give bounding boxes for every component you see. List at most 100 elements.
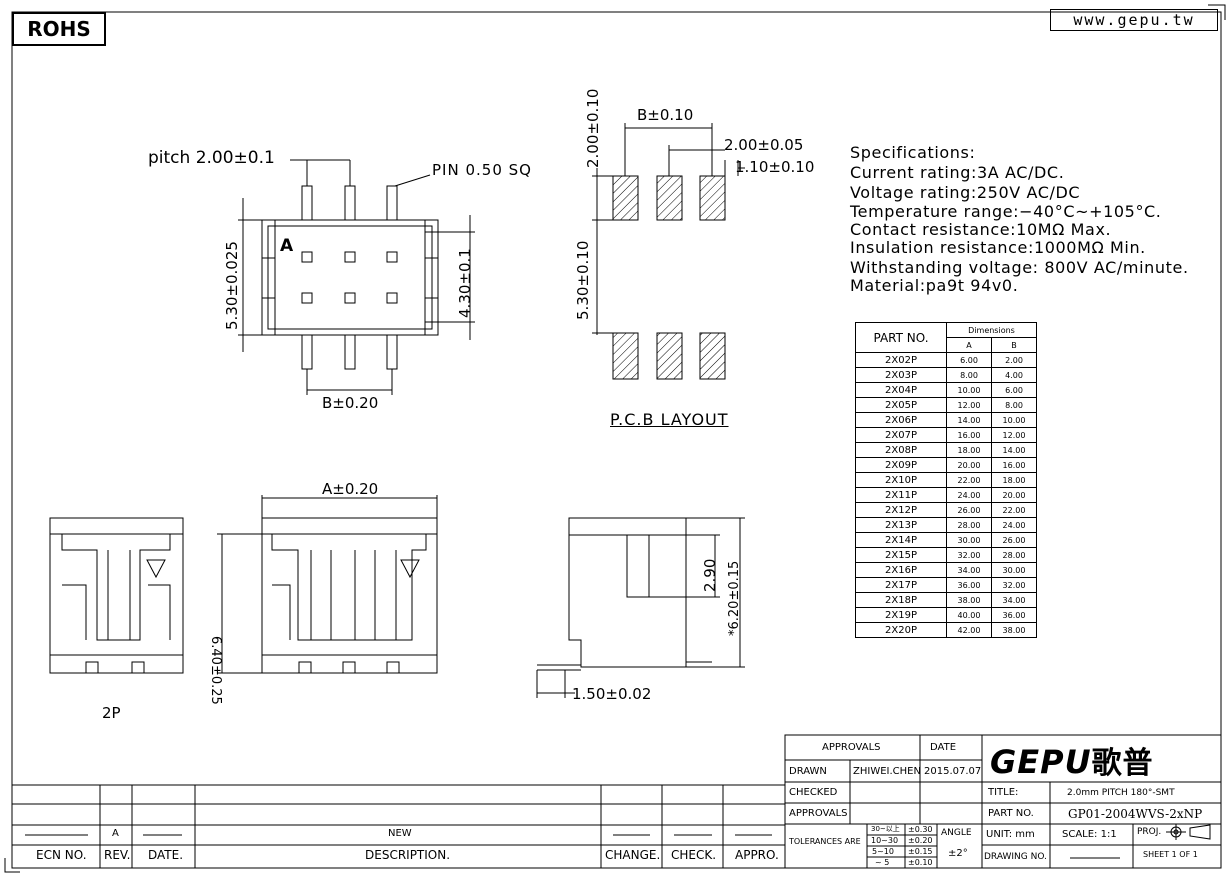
parts-cell-part: 2X19P (855, 607, 947, 623)
parts-cell-b: 12.00 (991, 427, 1037, 443)
parts-cell-a: 30.00 (946, 532, 992, 548)
tb-tol-value: ±0.10 (908, 858, 933, 867)
tb-drawn-date: 2015.07.07 (924, 766, 982, 777)
parts-cell-b: 38.00 (991, 622, 1037, 638)
parts-cell-a: 32.00 (946, 547, 992, 563)
spec-line: Material:pa9t 94v0. (850, 276, 1019, 295)
parts-cell-b: 26.00 (991, 532, 1037, 548)
tb-tol-value: ±0.20 (908, 836, 933, 845)
parts-cell-b: 30.00 (991, 562, 1037, 578)
pcb-dim-5-30: 5.30±0.10 (574, 240, 592, 320)
parts-cell-a: 18.00 (946, 442, 992, 458)
parts-cell-part: 2X20P (855, 622, 947, 638)
gepu-logo-cn: 歌普 (1091, 746, 1154, 781)
tb-part-value: GP01-2004WVS-2xNP (1068, 807, 1203, 821)
tb-tol-range: 30~以上 (871, 825, 900, 833)
tb-angle-tol: ±2° (948, 848, 968, 859)
dim-2-90: 2.90 (701, 558, 719, 592)
tb-tol-value: ±0.30 (908, 825, 933, 834)
parts-cell-a: 34.00 (946, 562, 992, 578)
parts-cell-part: 2X14P (855, 532, 947, 548)
tb-unit: UNIT: mm (986, 829, 1035, 840)
rev-description: NEW (388, 828, 412, 839)
side-view (536, 517, 745, 698)
rev-header-description: DESCRIPTION. (365, 848, 451, 862)
parts-cell-part: 2X05P (855, 397, 947, 413)
rev-header-change: CHANGE. (605, 848, 661, 862)
tb-title-label: TITLE: (988, 787, 1019, 798)
pcb-dim-b: B±0.10 (637, 106, 694, 124)
parts-cell-part: 2X03P (855, 367, 947, 383)
parts-cell-a: 10.00 (946, 382, 992, 398)
parts-cell-part: 2X07P (855, 427, 947, 443)
parts-cell-a: 16.00 (946, 427, 992, 443)
dim-6-20: *6.20±0.15 (727, 560, 742, 636)
tb-sheet: SHEET 1 OF 1 (1143, 850, 1198, 859)
parts-cell-a: 24.00 (946, 487, 992, 503)
parts-cell-part: 2X08P (855, 442, 947, 458)
parts-cell-part: 2X18P (855, 592, 947, 608)
pitch-label: pitch 2.00±0.1 (148, 148, 275, 168)
rev-header-ecn: ECN NO. (36, 848, 87, 862)
parts-cell-a: 36.00 (946, 577, 992, 593)
parts-cell-b: 8.00 (991, 397, 1037, 413)
parts-cell-b: 18.00 (991, 472, 1037, 488)
parts-cell-a: 20.00 (946, 457, 992, 473)
tb-tol-value: ±0.15 (908, 847, 933, 856)
spec-line: Temperature range:−40°C~+105°C. (850, 202, 1162, 221)
parts-cell-b: 4.00 (991, 367, 1037, 383)
parts-cell-a: 40.00 (946, 607, 992, 623)
top-view (238, 159, 475, 395)
dim-4-30-01: 4.30±0.1 (456, 248, 474, 318)
tb-tol-range: 5~10 (872, 847, 894, 856)
parts-cell-a: 38.00 (946, 592, 992, 608)
tb-tol-range: ~ 5 (875, 858, 890, 867)
tb-approvals2: APPROVALS (789, 808, 848, 819)
pcb-layout (592, 123, 745, 380)
parts-cell-a: 28.00 (946, 517, 992, 533)
rev-header-check: CHECK. (671, 848, 717, 862)
tb-tolerances: TOLERANCES ARE (789, 837, 861, 846)
pcb-dim-2-00-005: 2.00±0.05 (724, 136, 804, 154)
front-view-main (217, 495, 438, 674)
spec-line: Withstanding voltage: 800V AC/minute. (850, 258, 1189, 277)
tb-drawn: DRAWN (789, 766, 827, 777)
dim-b-020: B±0.20 (322, 394, 379, 412)
revision-block-lines (12, 784, 785, 868)
parts-cell-part: 2X11P (855, 487, 947, 503)
parts-cell-b: 36.00 (991, 607, 1037, 623)
parts-cell-b: 28.00 (991, 547, 1037, 563)
rev-header-date: DATE. (148, 848, 184, 862)
spec-line: Voltage rating:250V AC/DC (850, 183, 1081, 202)
parts-cell-part: 2X04P (855, 382, 947, 398)
parts-cell-b: 22.00 (991, 502, 1037, 518)
tb-proj: PROJ. (1137, 827, 1162, 837)
rohs-badge: ROHS (12, 12, 106, 46)
dim-6-40: 6.40±0.25 (208, 636, 223, 705)
parts-cell-part: 2X16P (855, 562, 947, 578)
pin-label: PIN 0.50 SQ (432, 161, 532, 179)
parts-cell-a: 26.00 (946, 502, 992, 518)
dim-1-50: 1.50±0.02 (572, 685, 652, 703)
parts-cell-part: 2X12P (855, 502, 947, 518)
tb-title-value: 2.0mm PITCH 180°-SMT (1067, 788, 1175, 798)
spec-line: Contact resistance:10MΩ Max. (850, 220, 1112, 239)
parts-cell-part: 2X06P (855, 412, 947, 428)
tb-scale: SCALE: 1:1 (1062, 829, 1117, 840)
